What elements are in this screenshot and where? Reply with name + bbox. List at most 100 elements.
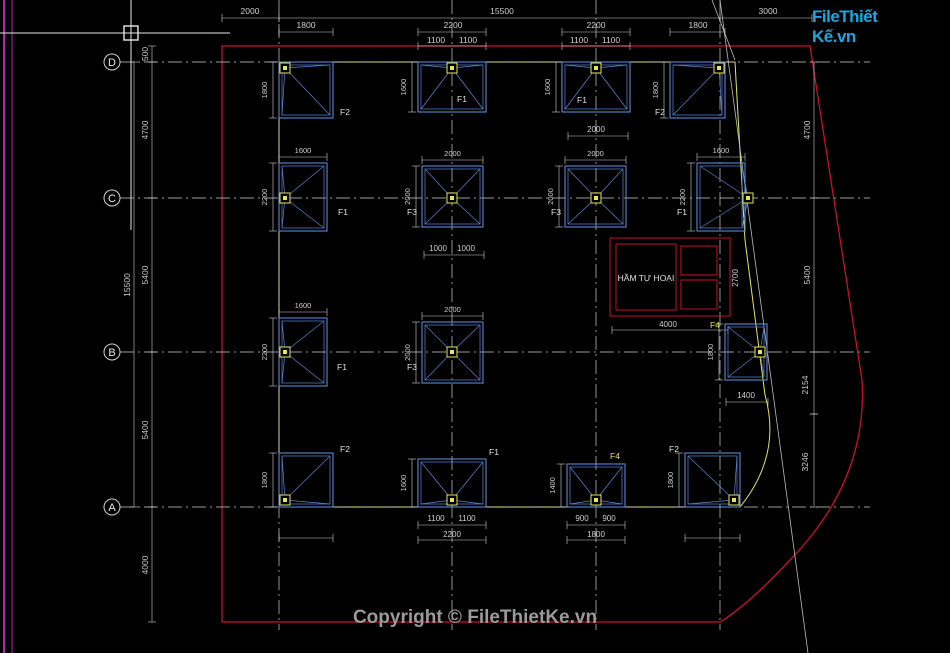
diagonal-lines: [711, 0, 809, 653]
dim-right-2: 5400: [802, 265, 812, 284]
footing-diagonal: [699, 197, 749, 229]
dim-inner-2000: 2000: [587, 125, 605, 134]
footing-inner: [424, 324, 481, 381]
footing-height-dim: 2000: [403, 344, 412, 361]
dim-top-3: 2200: [444, 20, 463, 30]
footing-height-dim: 1600: [399, 475, 408, 492]
footing-height-dim: 2200: [260, 344, 269, 361]
dim-right-1: 4700: [802, 120, 812, 139]
footing-outline: [561, 61, 631, 113]
footing-height-dim: 1800: [260, 472, 269, 489]
axis-bubble-circle: [103, 53, 121, 71]
dim-top-5: 1800: [689, 20, 708, 30]
column-core: [594, 498, 598, 502]
dim-left-4: 5400: [140, 420, 150, 439]
dim-top-overall: 15500: [490, 6, 514, 16]
footing-diagonal: [595, 67, 628, 110]
septic-tank: HẦM TỰ HOẠI 2700 4000: [609, 237, 740, 329]
footing-width-dim: 2000: [444, 149, 461, 158]
axis-bubble-circle: [103, 189, 121, 207]
filethietke-logo: FileThiết Kế.vn: [812, 7, 922, 46]
footing-outline: [278, 162, 328, 232]
footing-outline: [417, 458, 487, 508]
footing-width-dim: 2000: [444, 305, 461, 314]
dim-inner-1100b: 1100: [458, 514, 476, 523]
axis-bubble-label: C: [108, 193, 116, 205]
footing-outline: [278, 61, 334, 119]
footing-label: F1: [677, 207, 687, 217]
footing-diagonal: [672, 67, 720, 116]
footing-outline: [724, 323, 768, 381]
footing-diagonal: [281, 67, 286, 116]
dim-top-10: 1100: [602, 35, 621, 45]
footing-height-dim: 1800: [706, 344, 715, 361]
footing-height-dim: 2000: [403, 188, 412, 205]
axis-bubble-label: D: [108, 57, 116, 69]
footing-width-dim: 1600: [713, 146, 730, 155]
column-core: [732, 498, 736, 502]
dim-left-3: 5400: [140, 265, 150, 284]
septic-tank-width: 4000: [659, 320, 677, 329]
footing-label: F3: [407, 207, 417, 217]
footing-diagonal: [687, 455, 735, 501]
dim-inner-900a: 900: [575, 514, 589, 523]
axis-bubble-label: A: [108, 502, 116, 514]
dim-top-8: 1100: [459, 35, 478, 45]
footing-inner: [687, 455, 738, 505]
column-core: [758, 350, 762, 354]
dim-inner-1800: 1800: [587, 530, 605, 539]
footing-height-dim: 2000: [546, 188, 555, 205]
footing-width-dim: 1600: [295, 146, 312, 155]
footing-diagonal: [672, 64, 720, 69]
column-core: [283, 498, 287, 502]
dim-left-overall: 15500: [122, 273, 132, 297]
footing-label: F3: [407, 362, 417, 372]
dim-top-6: 3000: [759, 6, 778, 16]
footing-label: F4: [710, 320, 720, 330]
footing-diagonal: [718, 67, 723, 116]
axis-bubble-circle: [103, 498, 121, 516]
column-core: [594, 66, 598, 70]
dimension-lines: [130, 14, 818, 623]
footing-f1: F1 2200 1600: [260, 146, 348, 232]
footing-outline: [417, 61, 487, 113]
footing-outline: [669, 61, 726, 119]
footing-label: F1: [338, 207, 348, 217]
dim-inner-1100a: 1100: [427, 514, 445, 523]
footing-f3: F3 2000 2000: [403, 149, 484, 228]
footing-height-dim: 1400: [548, 477, 557, 494]
footing-diagonal: [687, 499, 735, 505]
footing-inner: [281, 64, 331, 116]
dim-inner-2200: 2200: [443, 530, 461, 539]
column-core: [283, 66, 287, 70]
footing-label: F3: [551, 207, 561, 217]
dim-top-9: 1100: [570, 35, 589, 45]
footing-inner: [424, 168, 481, 225]
column-core: [283, 196, 287, 200]
footing-diagonal: [284, 197, 325, 229]
dimension-texts: 2000 1800 2200 15500 2200 1800 3000 1100…: [122, 6, 812, 574]
building-outline: [278, 61, 771, 508]
footing-height-dim: 1800: [666, 472, 675, 489]
dim-top-1: 2000: [241, 6, 260, 16]
footing-diagonal: [281, 455, 286, 501]
footing-height-dim: 1800: [651, 82, 660, 99]
footing-height-dim: 2200: [260, 189, 269, 206]
footing-outline: [696, 162, 746, 232]
axis-grid-lines: [120, 0, 870, 630]
footing-label: F2: [655, 107, 665, 117]
footing-width-dim: 1600: [295, 301, 312, 310]
dim-top-2: 1800: [297, 20, 316, 30]
